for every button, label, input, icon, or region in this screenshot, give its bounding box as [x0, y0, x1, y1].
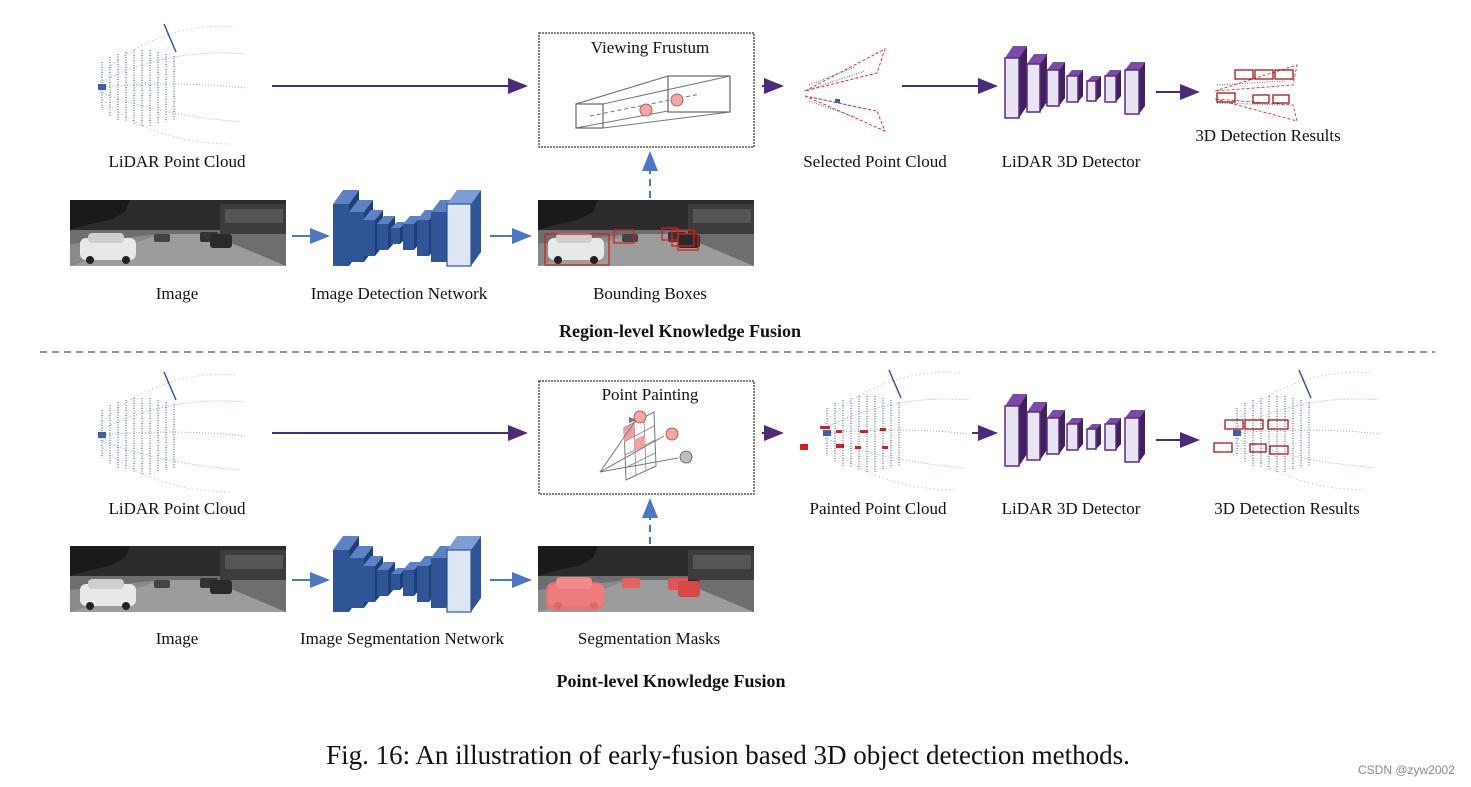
detection-network-label: Image Detection Network — [310, 284, 488, 303]
bottom-segmentation-masks-image — [538, 546, 754, 612]
bottom-input-image — [70, 546, 286, 612]
bottom-results-label: 3D Detection Results — [1214, 499, 1360, 518]
frustum-title: Viewing Frustum — [590, 38, 710, 57]
bottom-image-label: Image — [155, 629, 199, 648]
top-lidar-point-cloud — [97, 23, 246, 145]
top-image-label: Image — [155, 284, 199, 303]
point-level-title: Point-level Knowledge Fusion — [556, 671, 786, 691]
top-bounding-boxes-image — [538, 200, 754, 266]
region-level-title: Region-level Knowledge Fusion — [559, 321, 801, 341]
top-detector-label: LiDAR 3D Detector — [1001, 152, 1141, 171]
top-frustum-box — [538, 32, 755, 148]
point-painting-diagram — [599, 410, 693, 481]
painted-point-cloud-label: Painted Point Cloud — [809, 499, 947, 518]
top-input-image — [70, 200, 286, 266]
sphere-icon — [639, 103, 653, 117]
bottom-painted-point-cloud — [800, 369, 971, 491]
top-lidar-3d-detector — [1004, 45, 1146, 119]
watermark: CSDN @zyw2002 — [1358, 763, 1455, 777]
bottom-lidar-label: LiDAR Point Cloud — [108, 499, 246, 518]
top-selected-point-cloud — [804, 48, 886, 132]
top-results-label: 3D Detection Results — [1195, 126, 1341, 145]
bottom-lidar-3d-detector — [1004, 393, 1146, 467]
selected-point-cloud-label: Selected Point Cloud — [803, 152, 947, 171]
bounding-boxes-label: Bounding Boxes — [593, 284, 707, 303]
bottom-lidar-point-cloud — [97, 371, 246, 493]
top-image-detection-network — [332, 189, 482, 267]
bottom-painting-box — [538, 380, 755, 495]
bottom-image-segmentation-network — [332, 535, 482, 613]
sphere-icon — [633, 410, 647, 424]
bottom-3d-detection-results — [1213, 369, 1381, 491]
frustum-diagram — [575, 75, 731, 129]
painting-title: Point Painting — [601, 385, 699, 404]
segmentation-masks-label: Segmentation Masks — [577, 629, 721, 648]
sphere-icon — [679, 450, 693, 464]
bottom-detector-label: LiDAR 3D Detector — [1001, 499, 1141, 518]
top-lidar-label: LiDAR Point Cloud — [108, 152, 246, 171]
top-3d-detection-results — [1214, 64, 1298, 122]
sphere-icon — [665, 427, 679, 441]
segmentation-network-label: Image Segmentation Network — [300, 629, 504, 648]
sphere-icon — [670, 93, 684, 107]
figure-caption: Fig. 16: An illustration of early-fusion… — [326, 740, 1130, 770]
